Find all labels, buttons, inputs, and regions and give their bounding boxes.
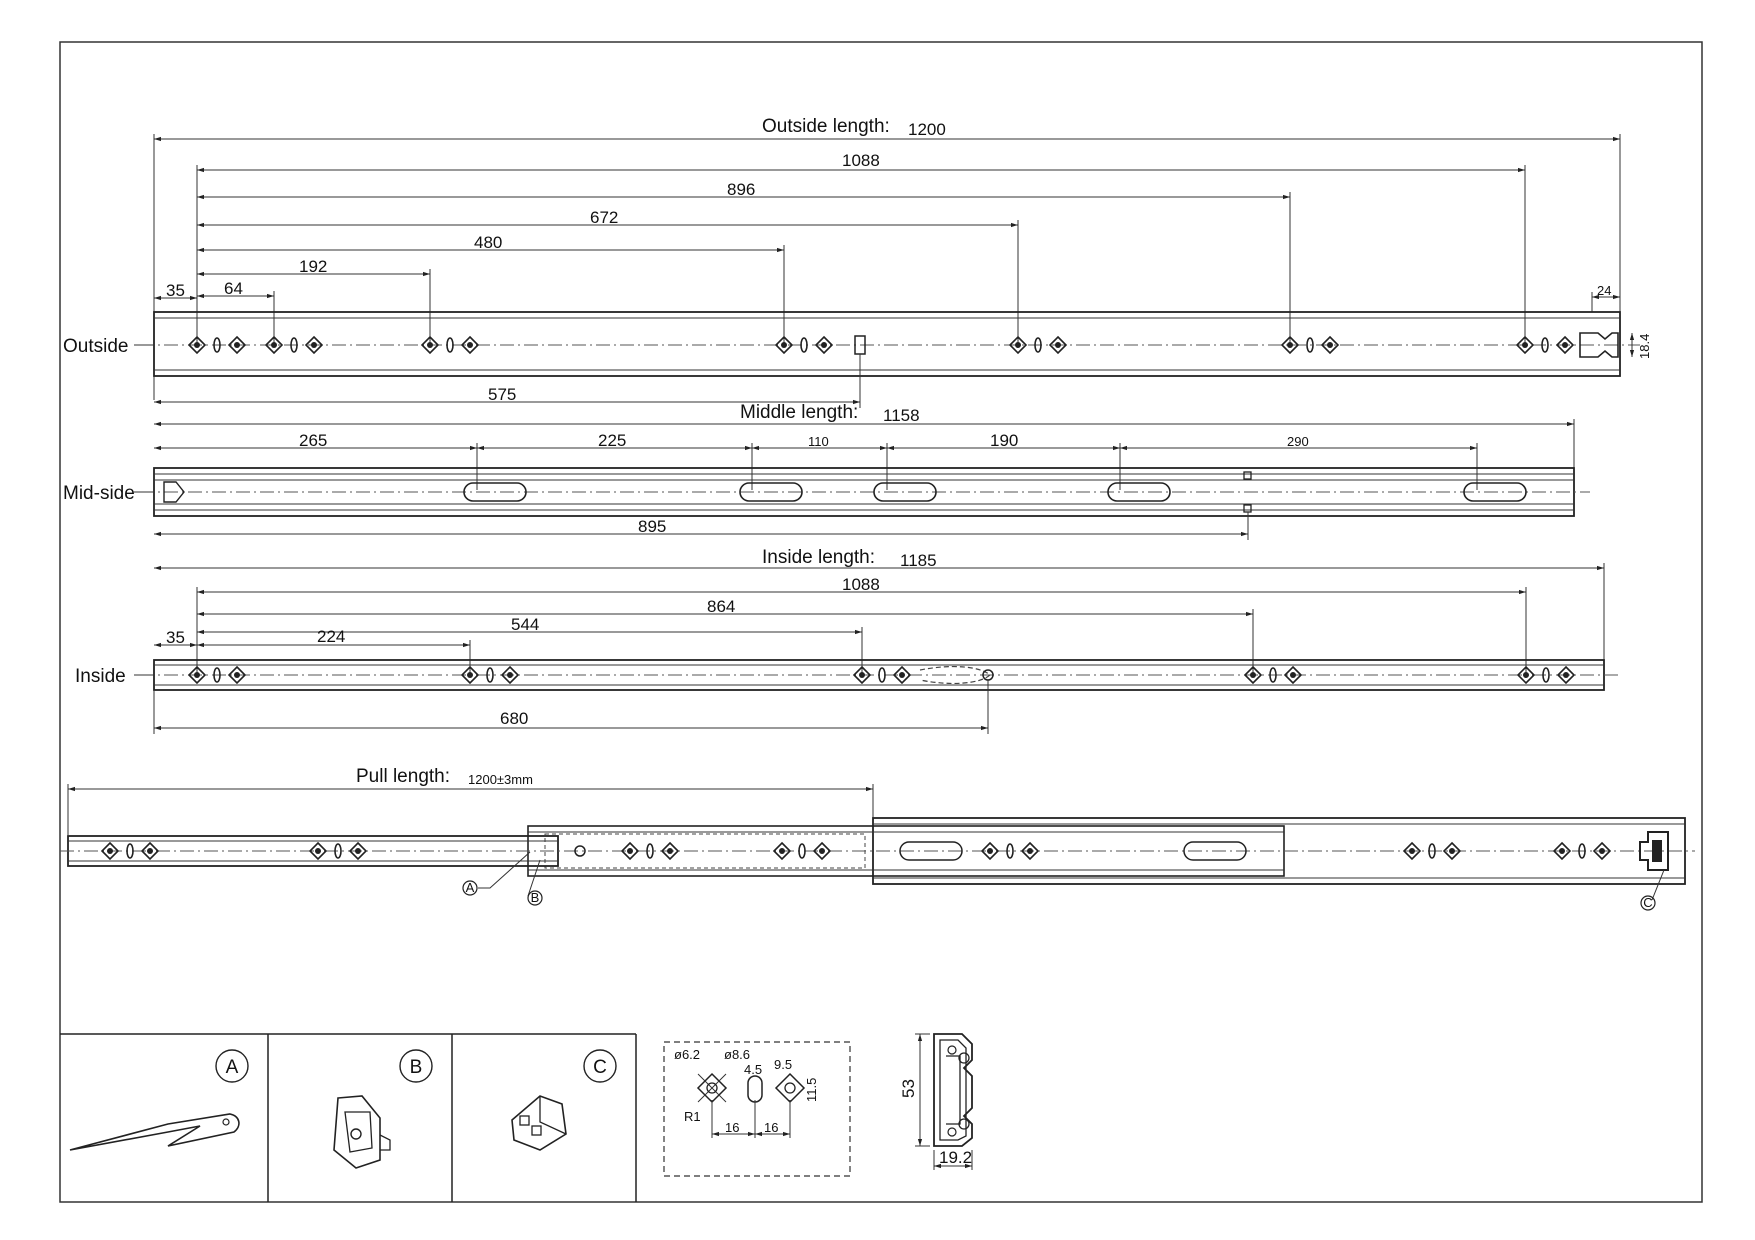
- profile-dim-53: 53: [899, 1079, 918, 1098]
- inside-row-label: Inside: [75, 666, 126, 687]
- outside-dim-575: 575: [488, 385, 516, 404]
- hole-pattern-detail: [663, 1041, 851, 1177]
- inside-dim-544: 544: [511, 615, 539, 634]
- hole-dim-4-5: 4.5: [744, 1062, 762, 1077]
- hole-dim-d86: ø8.6: [724, 1047, 750, 1062]
- outside-dim-480: 480: [474, 233, 502, 252]
- hole-dim-r1: R1: [684, 1109, 701, 1124]
- hole-dim-16-b: 16: [764, 1120, 778, 1135]
- outside-dim-18-4: 18.4: [1637, 334, 1652, 359]
- drawing-frame: [59, 41, 1703, 1203]
- outside-dim-24: 24: [1597, 283, 1611, 298]
- detail-b-letter: B: [410, 1057, 423, 1078]
- callout-b-label: B: [531, 890, 540, 905]
- callout-a-label: A: [466, 880, 475, 895]
- hole-dim-9-5: 9.5: [774, 1057, 792, 1072]
- middle-rail-view: Middle length: 1158 265 225 110 190 290 …: [63, 402, 1590, 540]
- pull-length-label: Pull length:: [356, 766, 450, 787]
- detail-b-badge: [399, 1049, 433, 1083]
- inside-length-value: 1185: [900, 551, 937, 570]
- clip-part-b: [333, 1095, 381, 1169]
- detail-a-letter: A: [226, 1057, 239, 1078]
- detail-panels: A B C ø6.2 ø8.6 4.5 9.5: [60, 1033, 973, 1202]
- callout-c-label: C: [1643, 895, 1652, 910]
- outside-dim-896: 896: [727, 180, 755, 199]
- hole-dim-d62: ø6.2: [674, 1047, 700, 1062]
- outside-dim-35: 35: [166, 281, 185, 300]
- inside-dim-680: 680: [500, 709, 528, 728]
- middle-dim-190: 190: [990, 431, 1018, 450]
- middle-dim-225: 225: [598, 431, 626, 450]
- outside-dim-1088: 1088: [842, 151, 880, 170]
- detail-c-letter: C: [593, 1057, 607, 1078]
- detail-c-badge: [583, 1049, 617, 1083]
- middle-dim-110: 110: [808, 434, 829, 449]
- outside-rail-view: Outside length: 1200 1088 896 672 480 19…: [63, 116, 1652, 408]
- detail-a-badge: [215, 1049, 249, 1083]
- middle-dim-290: 290: [1287, 434, 1309, 449]
- middle-length-value: 1158: [883, 406, 920, 425]
- outside-length-value: 1200: [908, 120, 946, 139]
- hole-dim-11-5: 11.5: [804, 1078, 819, 1102]
- pull-length-value: 1200±3mm: [468, 772, 533, 787]
- callout-b-marker: [527, 890, 543, 906]
- profile-dim-19-2: 19.2: [939, 1148, 972, 1167]
- inside-dim-224: 224: [317, 627, 345, 646]
- outside-dim-192: 192: [299, 257, 327, 276]
- inside-length-label: Inside length:: [762, 547, 875, 568]
- inside-dim-864: 864: [707, 597, 735, 616]
- hole-dim-16-a: 16: [725, 1120, 739, 1135]
- outside-length-label: Outside length:: [762, 116, 890, 137]
- middle-length-label: Middle length:: [740, 402, 858, 423]
- outside-dim-672: 672: [590, 208, 618, 227]
- inside-dim-1088: 1088: [842, 575, 880, 594]
- middle-dim-895: 895: [638, 517, 666, 536]
- middle-dim-265: 265: [299, 431, 327, 450]
- callout-c-marker: [1640, 895, 1656, 911]
- rail-cross-section: 53 19.2: [899, 1033, 973, 1170]
- inside-dim-35: 35: [166, 628, 185, 647]
- stopper-part-a: [69, 1113, 240, 1151]
- middle-row-label: Mid-side: [63, 483, 135, 504]
- callout-a-marker: [462, 880, 478, 896]
- outside-dim-64: 64: [224, 279, 243, 298]
- inside-rail-view: Inside length: 1185 1088 864 544 224 35 …: [75, 547, 1622, 734]
- extended-assembly-view: Pull length: 1200±3mm: [60, 766, 1695, 911]
- outside-row-label: Outside: [63, 336, 128, 357]
